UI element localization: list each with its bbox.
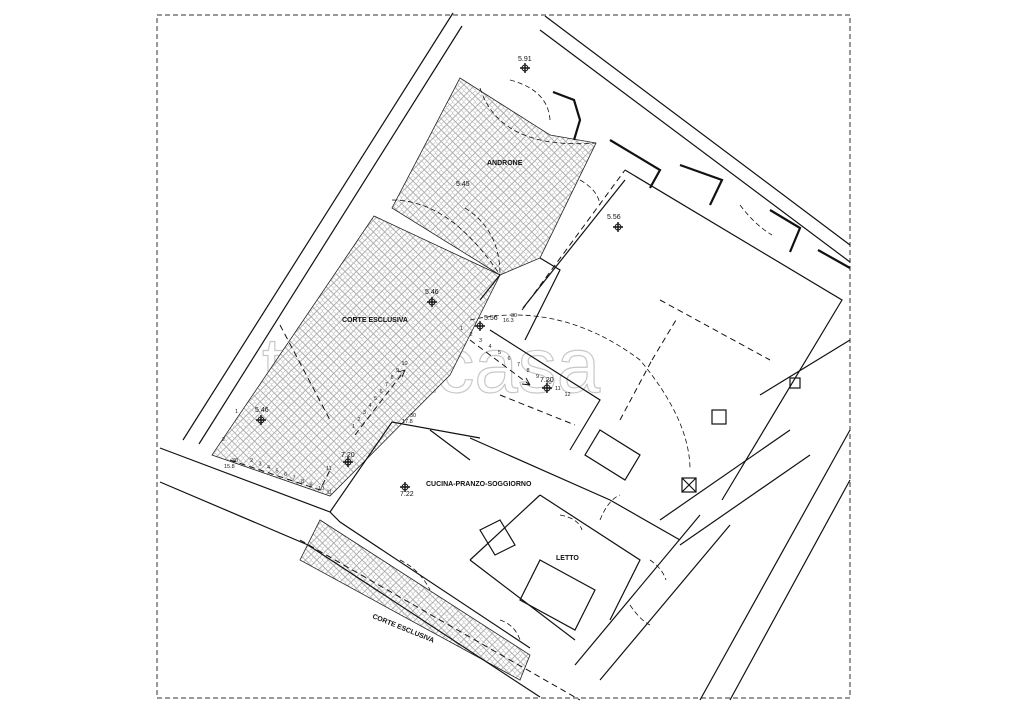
stair-upper-step-9: 9 <box>396 368 399 374</box>
stair-upper-step-6: 6 <box>380 389 383 395</box>
stair-right-step-2: 2 <box>470 332 473 338</box>
stair-upper-step-7: 7 <box>385 382 388 388</box>
stair-right-step-6: 6 <box>508 356 511 362</box>
stair-right-step-7: 7 <box>517 362 520 368</box>
stair-upper-step-1: 1 <box>352 424 355 430</box>
stair-lower-step-5: 5 <box>276 469 279 475</box>
stair-lower-step-2: 2 <box>250 458 253 464</box>
level-5-46-b: 5.46 <box>255 407 269 414</box>
level-7-20-a: 7.20 <box>540 377 554 384</box>
stair-lower-step-9: 9 <box>310 483 313 489</box>
room-label-androne: ANDRONE <box>487 160 523 167</box>
hatched-areas <box>211 77 597 681</box>
stair-upper-step-5: 5 <box>374 396 377 402</box>
stair-right-step-12: 12 <box>565 392 571 398</box>
stair-upper-step-3: 3 <box>363 410 366 416</box>
stair-lower-step-7: 7 <box>293 476 296 482</box>
stair-right-step-8: 8 <box>527 368 530 374</box>
stair-right-step-3: 3 <box>479 338 482 344</box>
stair-upper-step-4: 4 <box>369 403 372 409</box>
room-label-corte-esclusiva-top: CORTE ESCLUSIVA <box>342 317 408 324</box>
level-5-56-a: 5.56 <box>607 214 621 221</box>
door-swings <box>391 79 773 641</box>
level-7-22: 7.22 <box>400 491 414 498</box>
level-5-91: 5.91 <box>518 56 532 63</box>
stair-upper-step-8: 8 <box>391 375 394 381</box>
stair-left-step-1: 1 <box>235 409 238 415</box>
stair-lower-step-11: 11 <box>327 490 333 496</box>
stair-lower-step-8: 8 <box>301 479 304 485</box>
stair-upper-step-2: 2 <box>358 417 361 423</box>
level-5-45: 5.45 <box>456 181 470 188</box>
stair-dim-c: 30 <box>410 413 416 419</box>
stair-dim-d: 17.8 <box>402 419 413 425</box>
stair-dim-b: 15.8 <box>224 464 235 470</box>
level-markers <box>256 63 623 492</box>
stair-arrows <box>229 339 576 491</box>
stair-lower-step-6: 6 <box>284 472 287 478</box>
stair-dim-e: 30 <box>511 313 517 319</box>
room-label-letto: LETTO <box>556 555 579 562</box>
stair-dim-a: 30 <box>232 458 238 464</box>
stair-right-step-9: 9 <box>536 374 539 380</box>
stair-right-step-4: 4 <box>489 344 492 350</box>
stair-upper-step-10: 10 <box>402 361 408 367</box>
dashed-lines <box>279 169 771 701</box>
stair-left-step-11: 11 <box>326 466 332 472</box>
room-label-cucina: CUCINA-PRANZO-SOGGIORNO <box>426 481 532 488</box>
stair-lower-step-4: 4 <box>267 465 270 471</box>
stair-right-step-11: 11 <box>555 386 561 392</box>
stair-right-step-1: 1 <box>460 326 463 332</box>
sheet-border <box>156 14 851 699</box>
level-7-20-b: 7.20 <box>341 452 355 459</box>
stair-lower-step-3: 3 <box>259 462 262 468</box>
level-5-46-a: 5.46 <box>425 289 439 296</box>
stair-dim-f: 16.3 <box>503 318 514 324</box>
stair-right-step-5: 5 <box>498 350 501 356</box>
stair-right-step-10: 10 <box>546 380 552 386</box>
walls <box>159 12 851 701</box>
stair-step-numbers: 1234567891011123456789102345678910111234… <box>222 326 571 496</box>
level-5-56-b: 5.56 <box>484 315 498 322</box>
stair-left-step-2: 2 <box>222 437 225 443</box>
stair-lower-step-10: 10 <box>318 486 324 492</box>
